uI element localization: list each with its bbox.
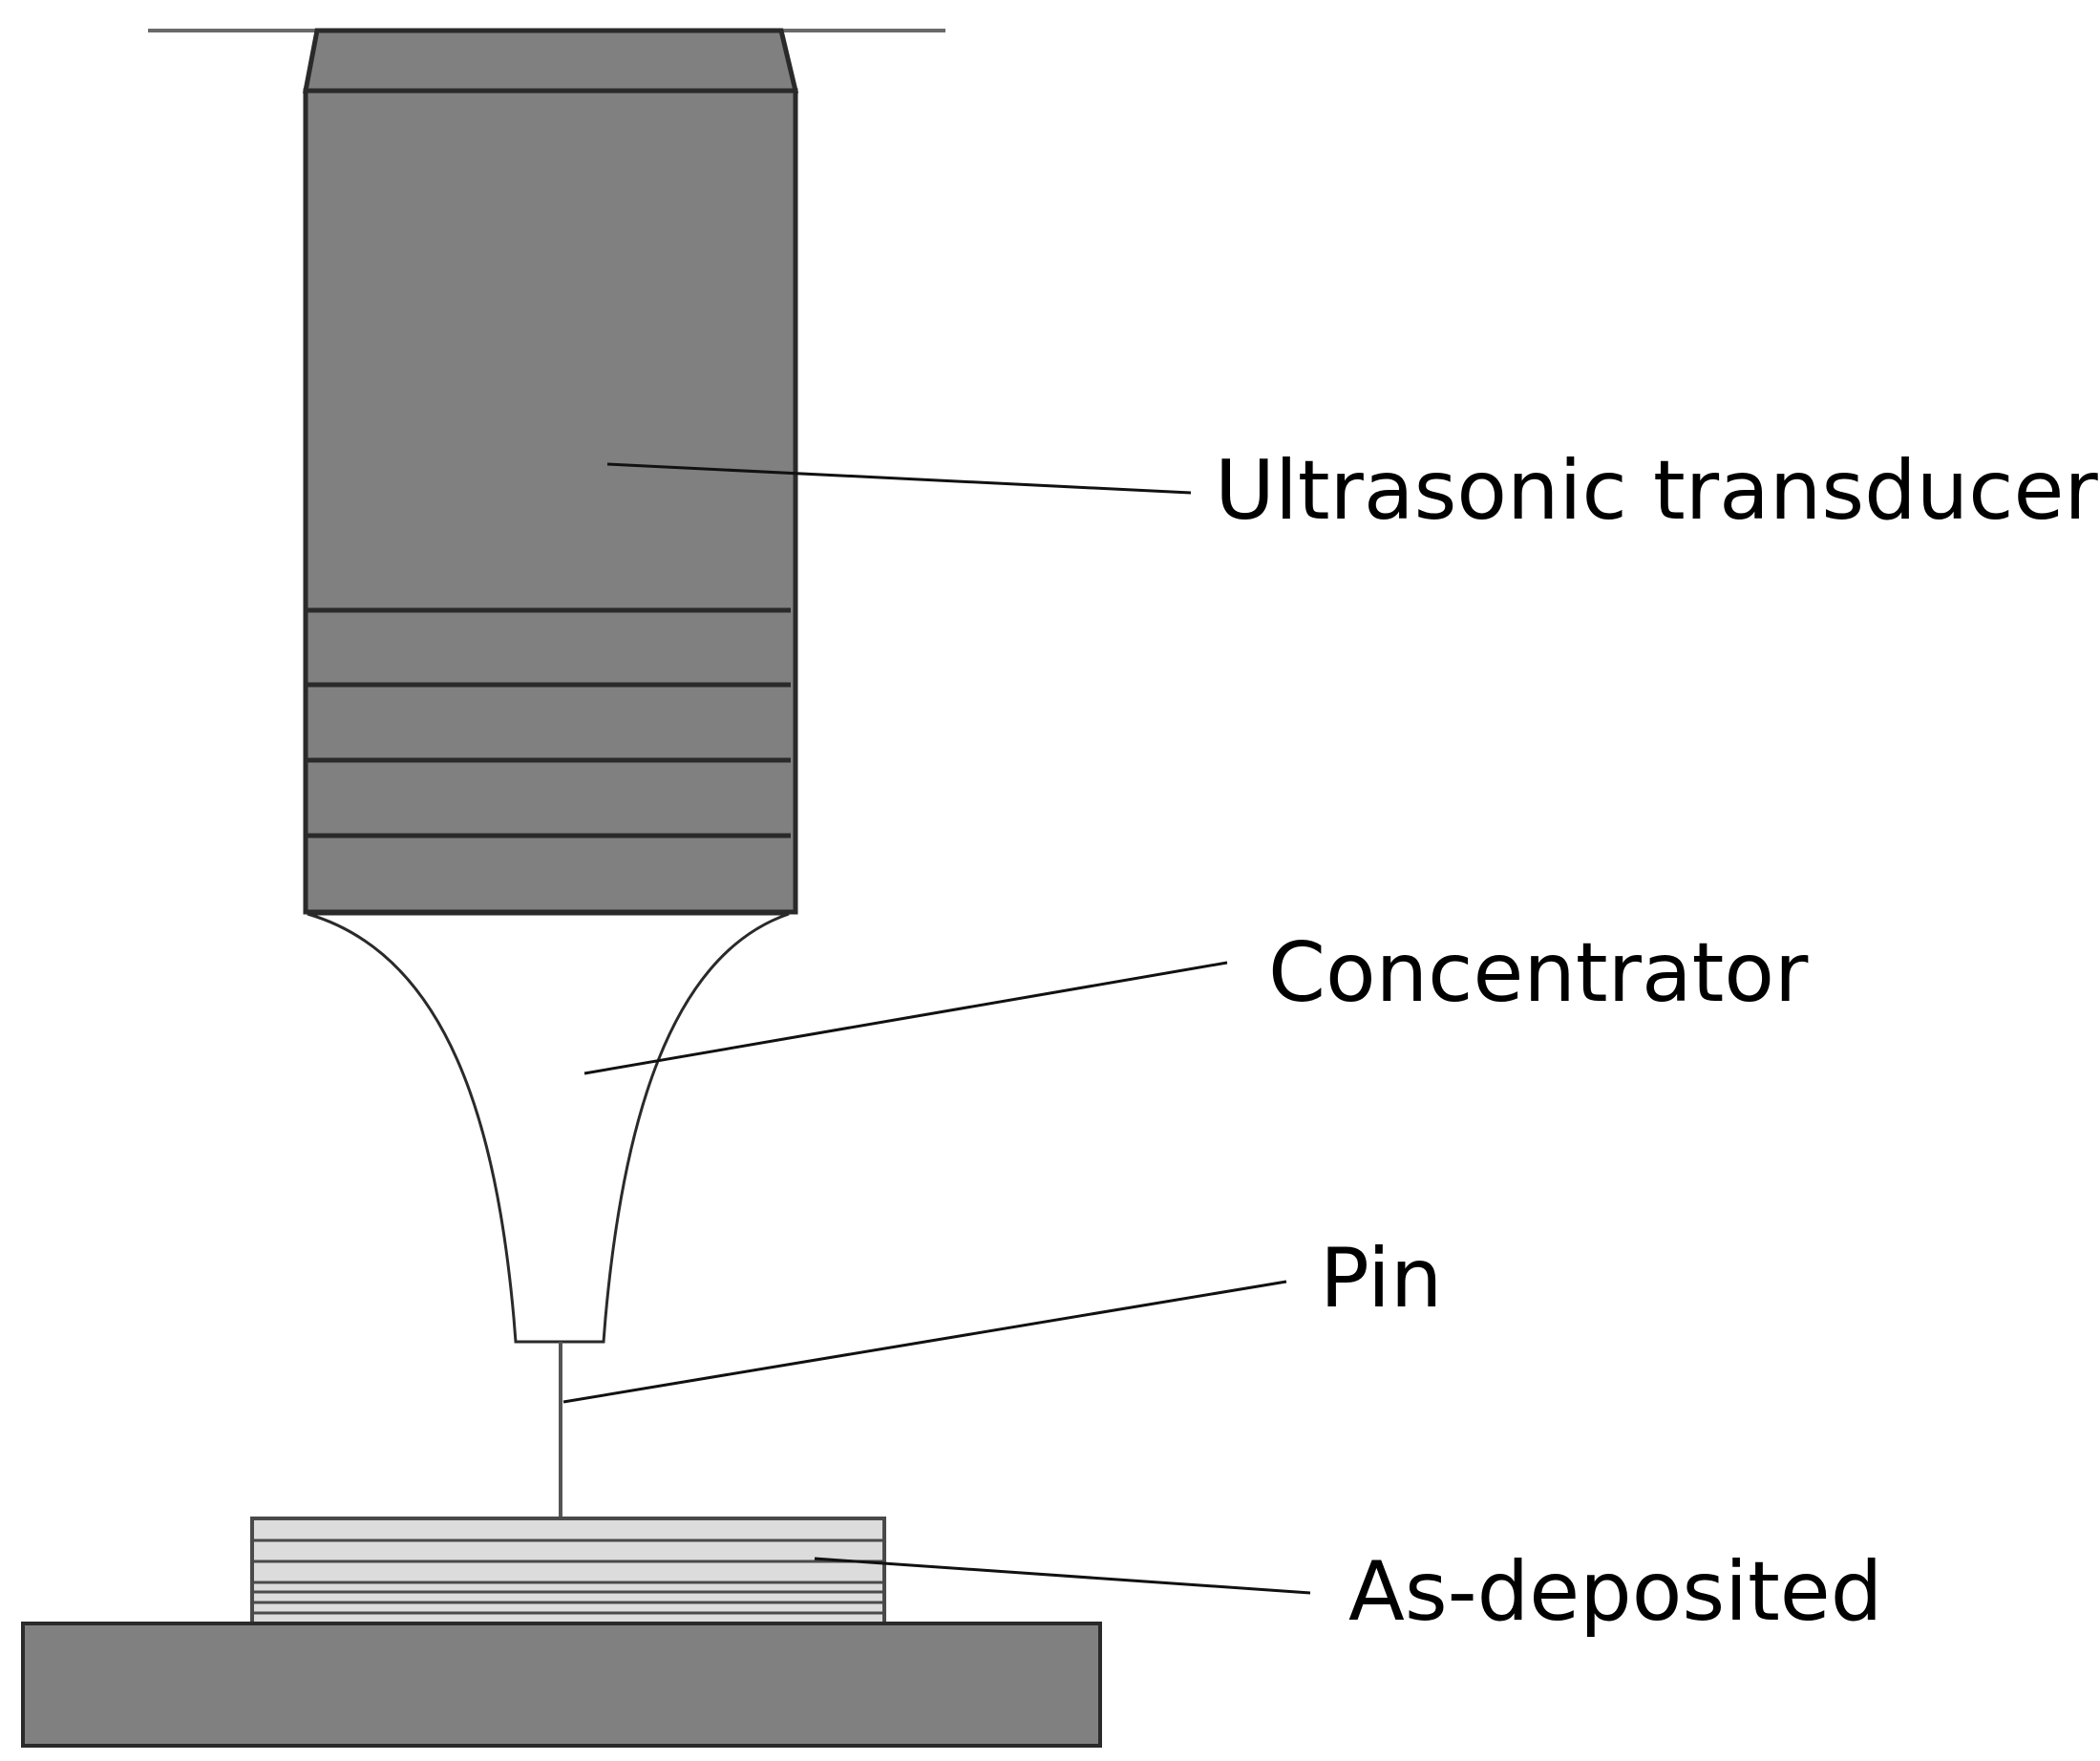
- leader-line-transducer: [606, 462, 1192, 495]
- label-ultrasonic-transducer: Ultrasonic transducer: [1215, 443, 2098, 539]
- deposit-layer-lines: [254, 1538, 882, 1615]
- leader-line-pin: [562, 1280, 1287, 1404]
- concentrator-horn: [307, 912, 790, 1344]
- as-deposited-layers: [250, 1517, 886, 1625]
- transducer-cap: [302, 28, 799, 94]
- leader-line-deposit: [814, 1557, 1311, 1595]
- label-pin: Pin: [1320, 1231, 1442, 1326]
- label-as-deposited: As-deposited: [1348, 1544, 1882, 1640]
- ultrasonic-transducer-body: [303, 88, 798, 915]
- substrate-base: [21, 1622, 1102, 1748]
- label-concentrator: Concentrator: [1268, 925, 1809, 1021]
- leader-line-concentrator: [583, 961, 1228, 1075]
